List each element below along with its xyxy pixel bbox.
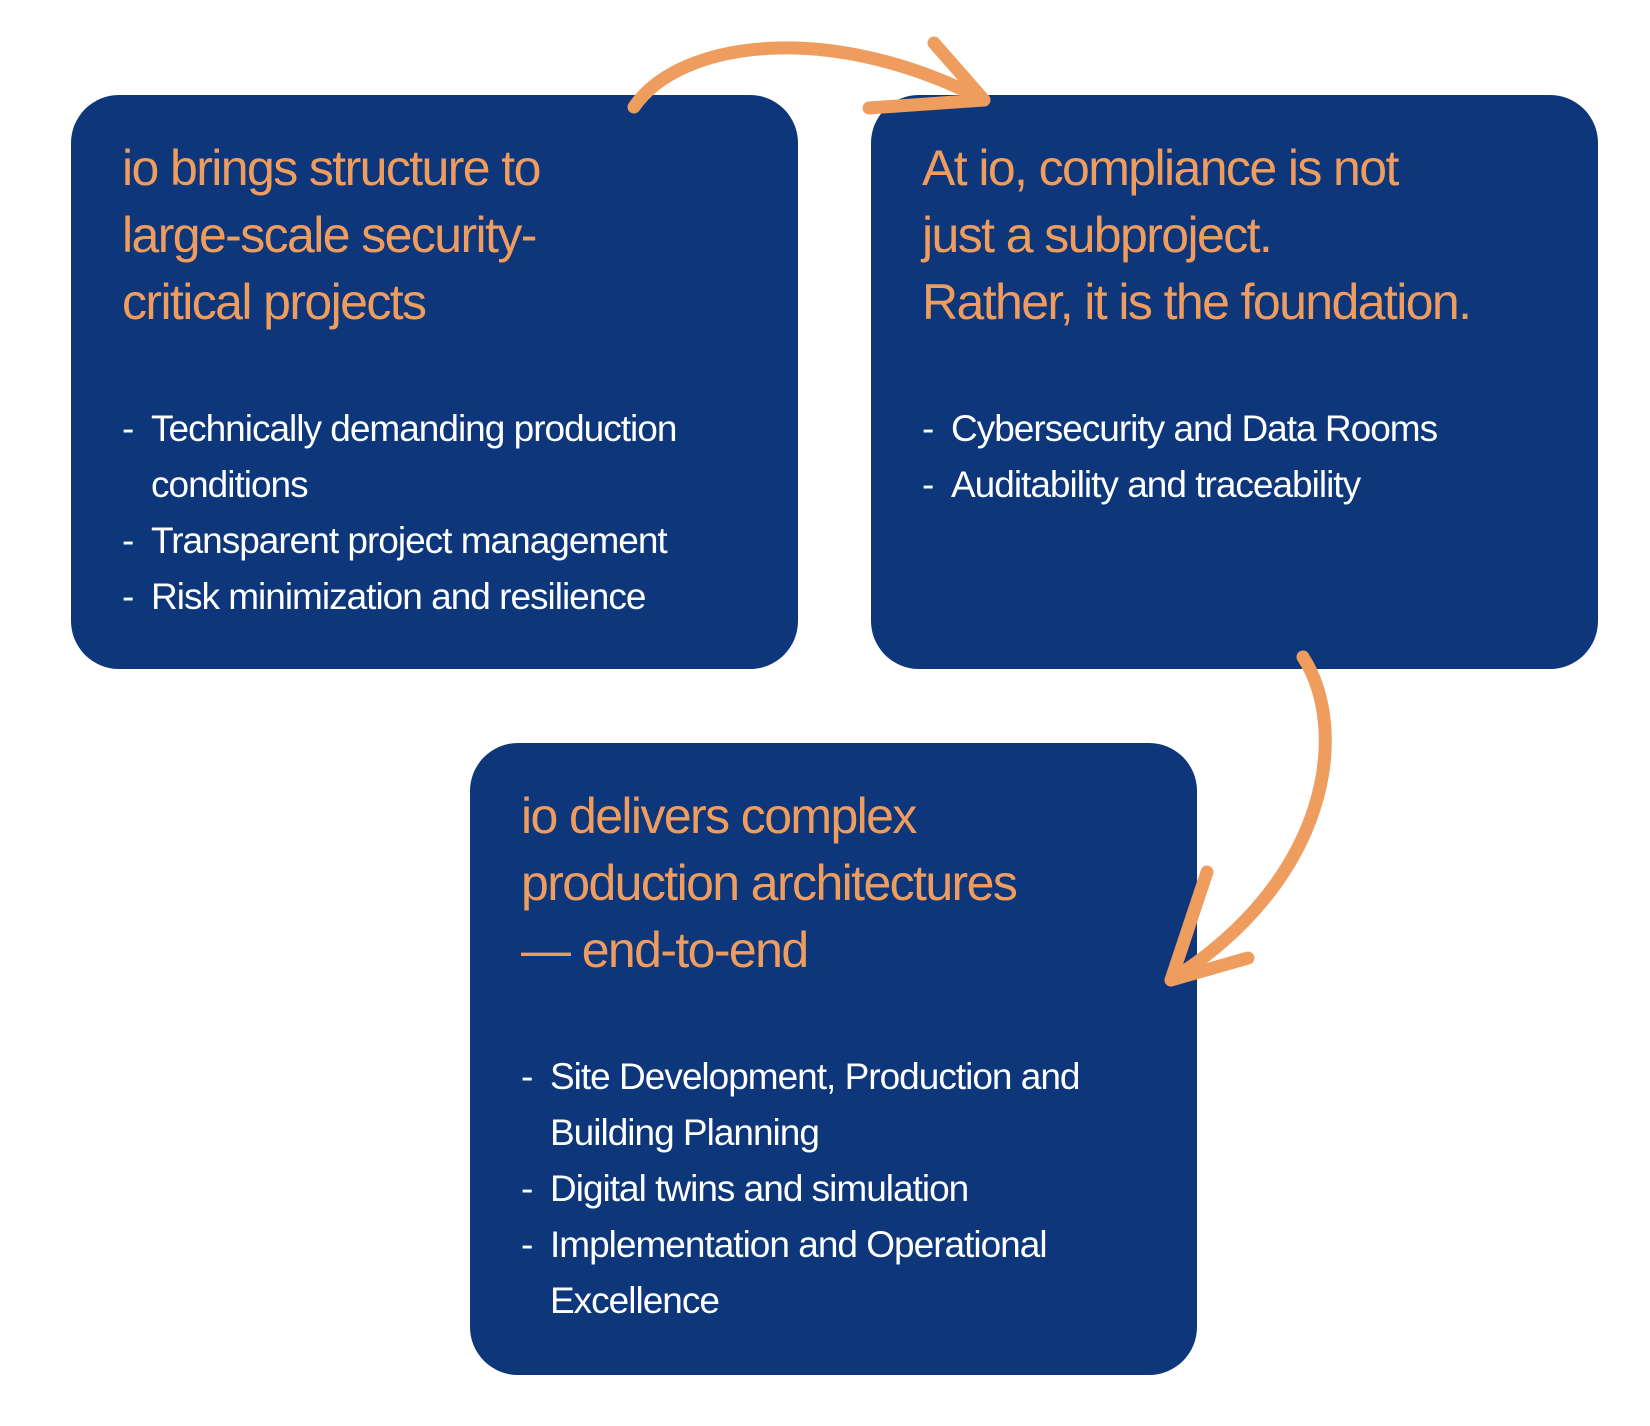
card-title: io delivers complex production architect… <box>521 783 1018 984</box>
card-title-line: Rather, it is the foundation. <box>922 274 1472 330</box>
card-compliance: At io, compliance is not just a subproje… <box>871 95 1598 669</box>
bullet-dash: - <box>122 520 134 561</box>
card-structure: io brings structure to large-scale secur… <box>71 95 798 669</box>
bullet-dash: - <box>122 576 134 617</box>
bullet-item: - Auditability and traceability <box>922 457 1437 513</box>
bullet-dash: - <box>521 1224 533 1265</box>
bullet-item: - Cybersecurity and Data Rooms <box>922 401 1438 457</box>
bullet-dash: - <box>521 1168 533 1209</box>
bullet-text: Technically demanding production <box>151 408 677 449</box>
card-delivery: io delivers complex production architect… <box>470 743 1197 1375</box>
card-title-line: large-scale security- <box>122 207 537 263</box>
card-title: io brings structure to large-scale secur… <box>122 135 541 336</box>
bullet-item: - Risk minimization and resilience <box>122 569 676 625</box>
bullet-text: Auditability and traceability <box>951 464 1361 505</box>
bullet-text: Building Planning <box>550 1112 820 1153</box>
card-title-line: production architectures <box>521 855 1018 911</box>
bullet-item: - Transparent project management <box>122 513 676 569</box>
bullet-text: conditions <box>151 464 309 505</box>
bullet-text: Site Development, Production and <box>550 1056 1081 1097</box>
bullet-dash: - <box>122 408 134 449</box>
bullet-item: - Digital twins and simulation <box>521 1161 1080 1217</box>
bullet-text: Transparent project management <box>151 520 668 561</box>
card-title: At io, compliance is not just a subproje… <box>922 135 1472 336</box>
bullet-text: Risk minimization and resilience <box>151 576 646 617</box>
card-title-line: At io, compliance is not <box>922 140 1399 196</box>
bullet-text: Implementation and Operational <box>550 1224 1048 1265</box>
bullet-item: - Implementation and Operational Excelle… <box>521 1217 1080 1329</box>
bullet-list: - Cybersecurity and Data Rooms - Auditab… <box>922 401 1438 513</box>
bullet-dash: - <box>922 464 934 505</box>
bullet-list: - Technically demanding production condi… <box>122 401 677 625</box>
bullet-item: - Site Development, Production and Build… <box>521 1049 1081 1161</box>
bullet-dash: - <box>922 408 934 449</box>
bullet-dash: - <box>521 1056 533 1097</box>
bullet-text: Cybersecurity and Data Rooms <box>951 408 1438 449</box>
bullet-item: - Technically demanding production condi… <box>122 401 677 513</box>
card-title-line: io brings structure to <box>122 140 541 196</box>
card-title-line: critical projects <box>122 274 427 330</box>
card-title-line: — end-to-end <box>521 922 809 978</box>
bullet-list: - Site Development, Production and Build… <box>521 1049 1081 1329</box>
bullet-text: Excellence <box>550 1280 720 1321</box>
card-title-line: just a subproject. <box>922 207 1273 263</box>
bullet-text: Digital twins and simulation <box>550 1168 969 1209</box>
card-title-line: io delivers complex <box>521 788 917 844</box>
